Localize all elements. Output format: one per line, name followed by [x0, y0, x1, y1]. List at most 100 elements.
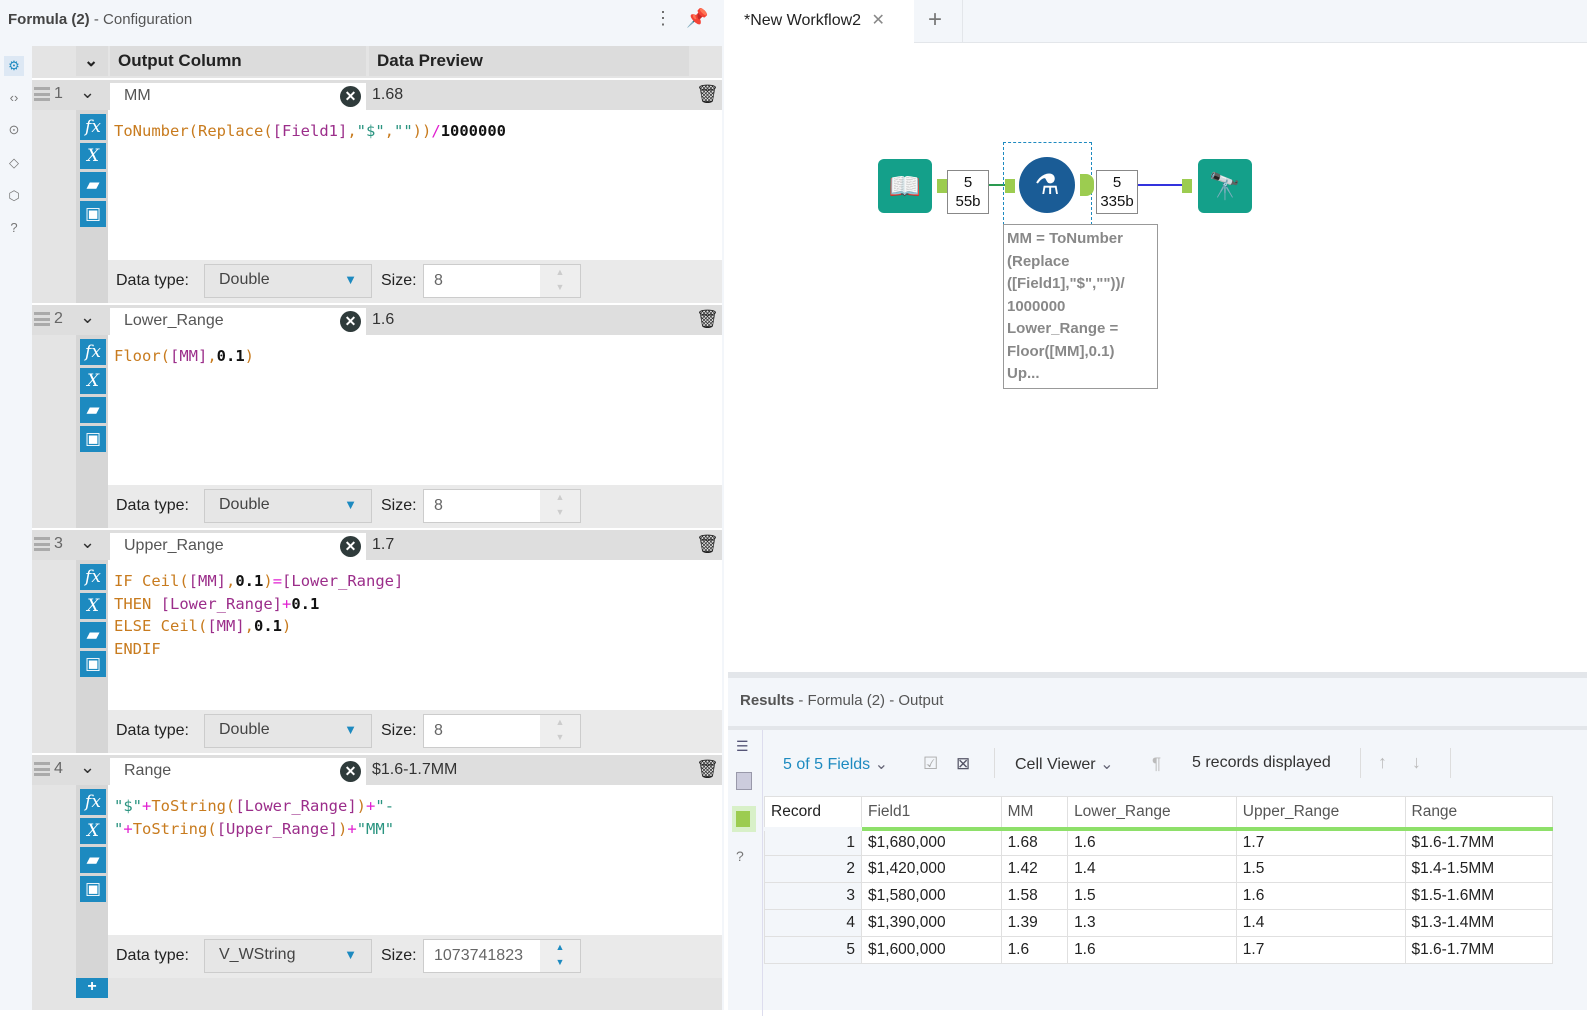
size-stepper[interactable]: ▲▼ — [540, 265, 580, 297]
data-preview-value: 1.6 — [372, 311, 395, 328]
collapse-chevron-icon[interactable]: ⌄ — [80, 532, 96, 552]
gear-icon[interactable]: ⚙ — [4, 56, 24, 76]
input-anchor[interactable] — [1005, 179, 1015, 193]
column-header[interactable]: Range — [1404, 796, 1553, 831]
column-header[interactable]: Lower_Range — [1067, 796, 1237, 831]
input-data-tool-icon[interactable]: 📖 — [878, 159, 932, 213]
collapse-chevron-icon[interactable]: ⌄ — [80, 82, 96, 102]
arrow-down-icon[interactable]: ↓ — [1412, 752, 1421, 772]
delete-icon[interactable]: 🗑 — [696, 759, 719, 779]
datatype-select[interactable]: V_WString▼ — [204, 939, 372, 973]
save-expression-icon[interactable]: ▣ — [80, 876, 106, 902]
add-formula-button[interactable]: + — [76, 978, 108, 998]
datatype-select[interactable]: Double▼ — [204, 264, 372, 298]
pilcrow-icon[interactable]: ¶ — [1152, 754, 1162, 773]
tag-icon[interactable]: ◇ — [9, 155, 19, 170]
collapse-chevron-icon[interactable]: ⌄ — [80, 757, 96, 777]
navigate-icon[interactable]: ⊙ — [8, 122, 20, 137]
size-input[interactable]: 8▲▼ — [423, 264, 581, 298]
browse-tool-icon[interactable]: 🔭 — [1198, 159, 1252, 213]
datatype-select[interactable]: Double▼ — [204, 489, 372, 523]
metadata-icon[interactable] — [736, 772, 752, 790]
arrow-up-icon[interactable]: ↑ — [1378, 752, 1387, 772]
size-input[interactable]: 8▲▼ — [423, 714, 581, 748]
help-icon[interactable]: ? — [736, 848, 744, 864]
drag-handle-icon[interactable] — [34, 87, 50, 101]
expression-editor[interactable]: "$"+ToString([Lower_Range])+"-"+ToString… — [108, 785, 722, 935]
save-expression-icon[interactable]: ▣ — [80, 651, 106, 677]
delete-icon[interactable]: 🗑 — [696, 534, 719, 554]
size-input[interactable]: 1073741823▲▼ — [423, 939, 581, 973]
collapse-all-icon[interactable]: ⌄ — [76, 46, 108, 76]
output-anchor[interactable] — [1080, 174, 1094, 196]
data-preview-header: Data Preview — [369, 46, 689, 76]
open-saved-icon[interactable]: ▰ — [80, 172, 106, 198]
output-anchor[interactable] — [937, 179, 947, 193]
cell-viewer-dropdown[interactable]: Cell Viewer ⌄ — [1015, 754, 1113, 774]
size-stepper[interactable]: ▲▼ — [540, 490, 580, 522]
column-header[interactable]: MM — [1000, 796, 1069, 831]
size-stepper[interactable]: ▲▼ — [540, 715, 580, 747]
output-column-input[interactable]: Lower_Range — [110, 308, 366, 335]
output-column-input[interactable]: Upper_Range — [110, 533, 366, 560]
size-input[interactable]: 8▲▼ — [423, 489, 581, 523]
expression-editor[interactable]: ToNumber(Replace([Field1],"$",""))/10000… — [108, 110, 722, 260]
function-icon[interactable]: fx — [80, 339, 106, 365]
function-icon[interactable]: fx — [80, 789, 106, 815]
variables-icon[interactable]: X — [80, 818, 106, 844]
more-options-icon[interactable]: ⋮ — [654, 8, 672, 28]
variables-icon[interactable]: X — [80, 143, 106, 169]
variables-icon[interactable]: X — [80, 368, 106, 394]
fields-dropdown[interactable]: 5 of 5 Fields ⌄ — [783, 754, 888, 774]
collapse-chevron-icon[interactable]: ⌄ — [80, 307, 96, 327]
clear-icon[interactable]: ✕ — [340, 311, 361, 332]
variables-icon[interactable]: X — [80, 593, 106, 619]
column-header[interactable]: Upper_Range — [1235, 796, 1406, 831]
datatype-select[interactable]: Double▼ — [204, 714, 372, 748]
open-saved-icon[interactable]: ▰ — [80, 622, 106, 648]
data-icon[interactable] — [732, 806, 756, 832]
delete-icon[interactable]: 🗑 — [696, 309, 719, 329]
size-stepper[interactable]: ▲▼ — [540, 940, 580, 972]
column-header[interactable]: Field1 — [861, 796, 1002, 831]
package-icon[interactable]: ⬡ — [8, 188, 20, 203]
open-saved-icon[interactable]: ▰ — [80, 847, 106, 873]
clear-icon[interactable]: ✕ — [340, 761, 361, 782]
clear-icon[interactable]: ✕ — [340, 86, 361, 107]
drag-handle-icon[interactable] — [34, 762, 50, 776]
column-header[interactable]: Record — [763, 796, 863, 831]
tab-new-workflow2[interactable]: *New Workflow2 ✕ — [728, 0, 914, 43]
list-icon[interactable]: ☰ — [736, 738, 749, 754]
code-icon[interactable]: ‹› — [9, 90, 19, 105]
drag-handle-icon[interactable] — [34, 312, 50, 326]
pin-icon[interactable]: 📌 — [686, 8, 709, 28]
drag-handle-icon[interactable] — [34, 537, 50, 551]
function-icon[interactable]: fx — [80, 114, 106, 140]
formula-tool-icon[interactable]: ⚗ — [1019, 157, 1075, 213]
open-saved-icon[interactable]: ▰ — [80, 397, 106, 423]
function-icon[interactable]: fx — [80, 564, 106, 590]
clear-icon[interactable]: ✕ — [340, 536, 361, 557]
save-expression-icon[interactable]: ▣ — [80, 201, 106, 227]
input-anchor[interactable] — [1182, 179, 1192, 193]
uncheck-all-icon[interactable]: ⊠ — [956, 754, 971, 773]
save-expression-icon[interactable]: ▣ — [80, 426, 106, 452]
delete-icon[interactable]: 🗑 — [696, 84, 719, 104]
expression-editor[interactable]: Floor([MM],0.1) — [108, 335, 722, 485]
expression-editor[interactable]: IF Ceil([MM],0.1)=[Lower_Range]THEN [Low… — [108, 560, 722, 710]
output-column-input[interactable]: MM — [110, 83, 366, 110]
code-token: + — [347, 819, 357, 838]
output-column-input[interactable]: Range — [110, 758, 366, 785]
help-icon[interactable]: ? — [10, 220, 18, 235]
close-tab-icon[interactable]: ✕ — [871, 12, 885, 29]
code-token: ToNumber — [114, 122, 189, 140]
new-tab-button[interactable]: + — [928, 6, 943, 33]
check-all-icon[interactable]: ☑ — [923, 754, 939, 773]
